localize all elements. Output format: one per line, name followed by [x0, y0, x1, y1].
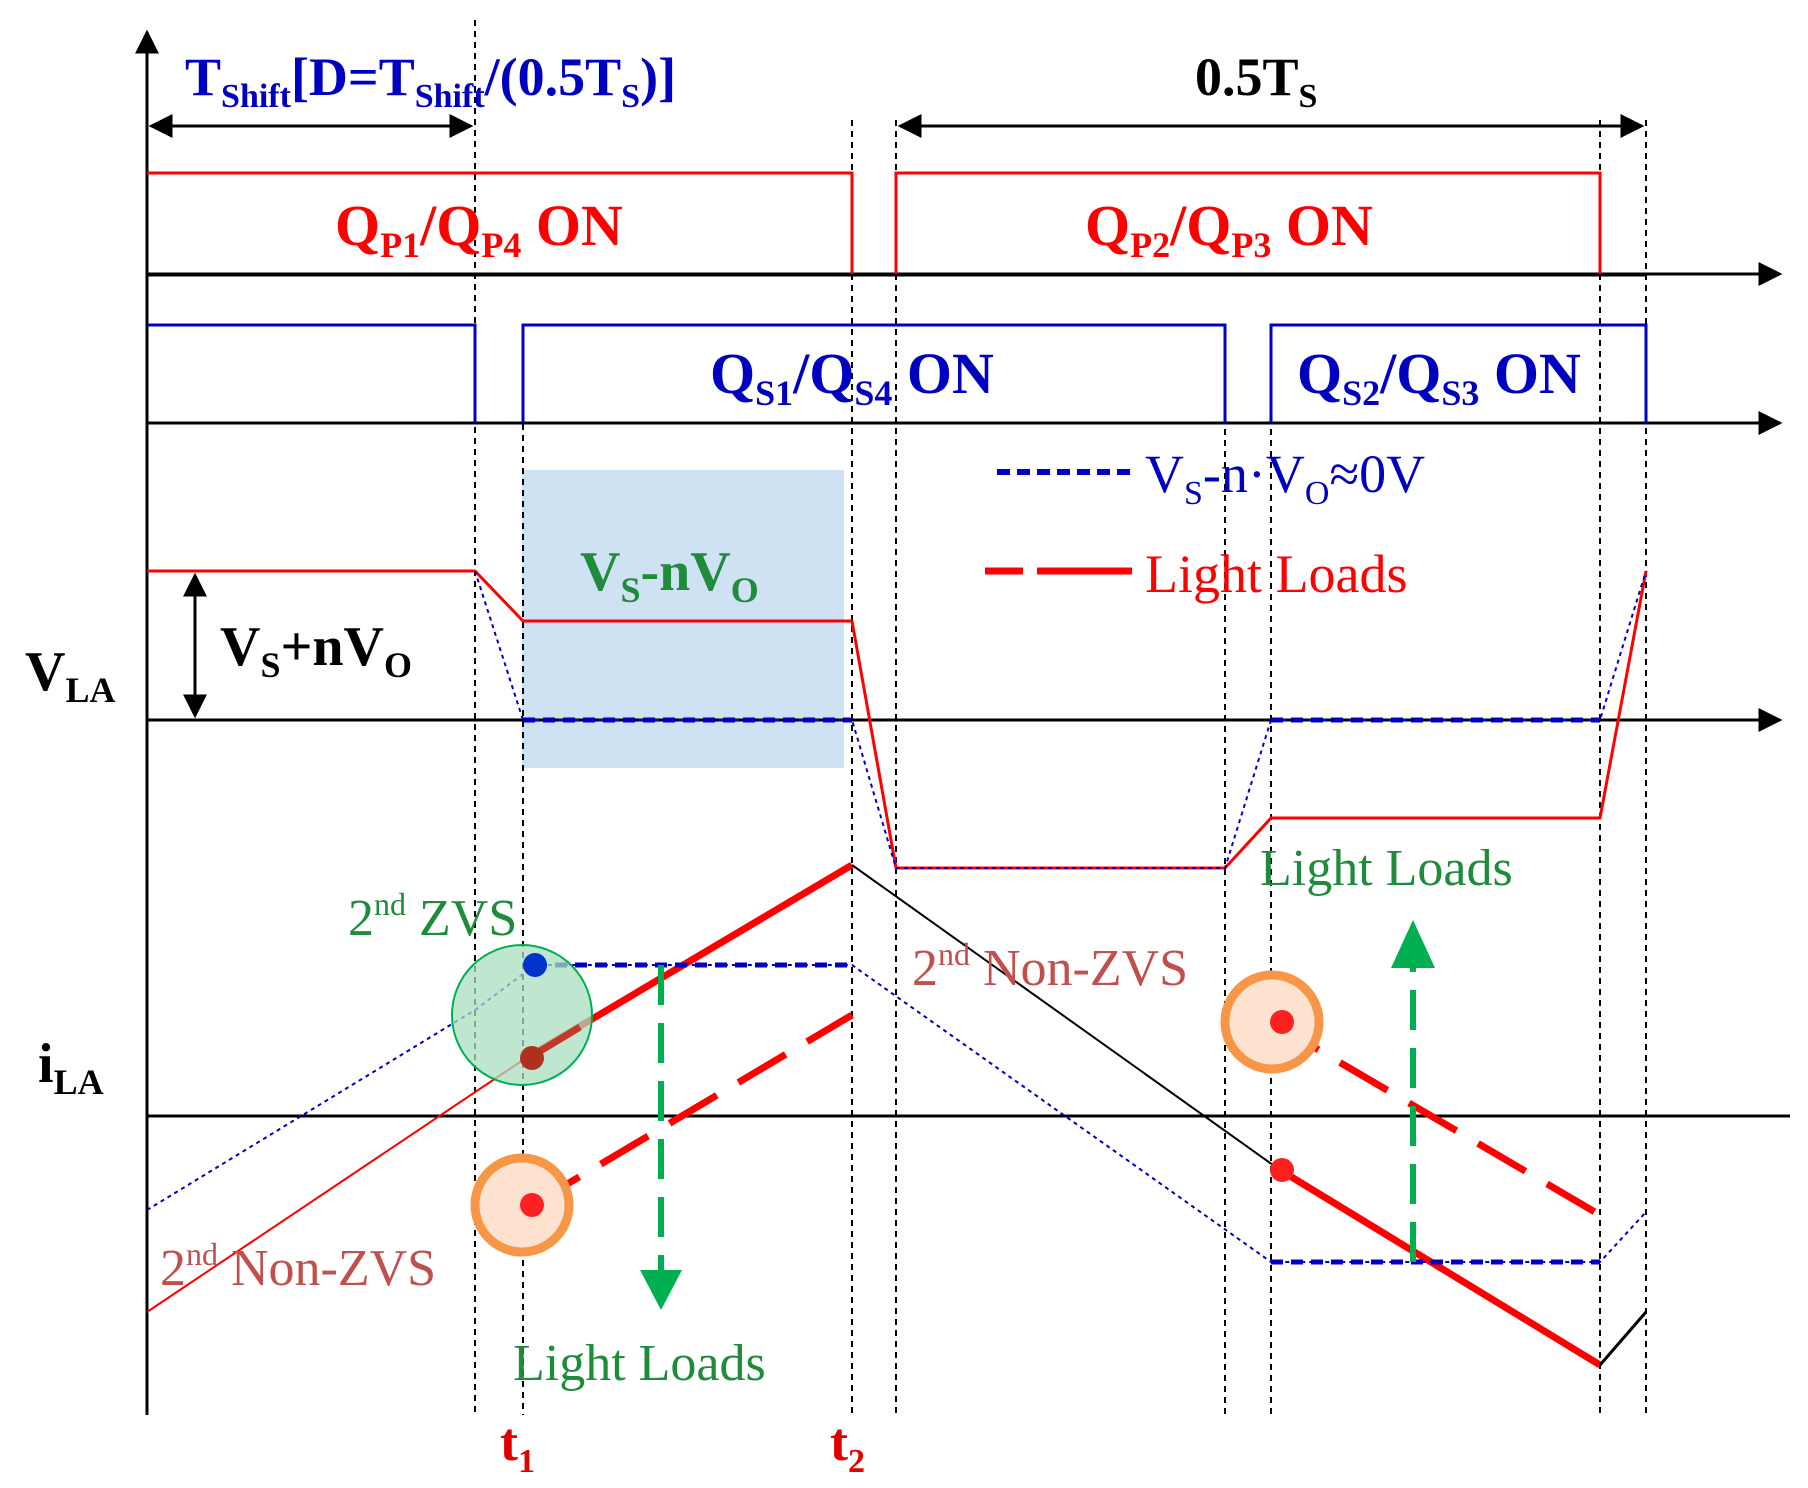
t1-label: t1 — [500, 1412, 535, 1480]
vla-label: VLA — [25, 641, 115, 710]
qs14-label: QS1/QS4 ON — [710, 341, 994, 413]
ila-red-thin — [146, 1059, 524, 1313]
light-loads-right-label: Light Loads — [1260, 840, 1513, 897]
ila-red-dashed-2 — [1269, 1018, 1602, 1219]
qs23-gate-signal — [1269, 323, 1648, 423]
zvs-label: 2nd ZVS — [348, 886, 517, 947]
zvs-circle — [451, 944, 593, 1086]
qp23-label: QP2/QP3 ON — [1085, 193, 1373, 265]
zvs-blue-dot — [523, 953, 547, 977]
nonzvs-mid-label: 2nd Non-ZVS — [912, 936, 1188, 997]
ila-red-dot-fall — [1270, 1158, 1294, 1182]
ila-red-dashed-1 — [530, 1011, 854, 1209]
t2-label: t2 — [830, 1412, 865, 1480]
qp14-gate-signal — [147, 171, 854, 274]
ila-red-thick-fall — [1278, 1167, 1602, 1368]
qs23-label: QS2/QS3 ON — [1297, 341, 1581, 413]
ila-black-fall — [851, 864, 1281, 1171]
qs-left-gate-signal — [147, 323, 477, 423]
shaded-region — [522, 470, 844, 768]
light-loads-bottom-label: Light Loads — [513, 1335, 766, 1392]
tshift-label: TShift[D=TShift/(0.5TS)] — [185, 47, 676, 115]
light-load-arrow-down-head — [640, 1270, 682, 1310]
nonzvs-dot-right — [1270, 1010, 1294, 1034]
qp14-label: QP1/QP4 ON — [335, 193, 623, 265]
vla-blue-waveform — [474, 570, 1647, 869]
half-ts-label: 0.5TS — [1195, 47, 1317, 115]
legend-red-label: Light Loads — [1145, 544, 1407, 604]
vs-minus-label: VS-nVO — [580, 541, 759, 610]
zvs-red-dot — [520, 1046, 544, 1070]
nonzvs-dot-left — [520, 1193, 544, 1217]
ila-black-end — [1598, 1311, 1648, 1366]
ila-label: iLA — [38, 1033, 104, 1102]
legend-blue-label: VS-n·VO≈0V — [1145, 444, 1425, 512]
vla-red-waveform — [147, 569, 1648, 870]
vs-plus-label: VS+nVO — [220, 616, 412, 685]
nonzvs-left-label: 2nd Non-ZVS — [160, 1236, 436, 1297]
qs14-gate-signal — [521, 323, 1227, 423]
qp23-gate-signal — [894, 171, 1602, 274]
light-load-arrow-up-head — [1391, 920, 1435, 968]
